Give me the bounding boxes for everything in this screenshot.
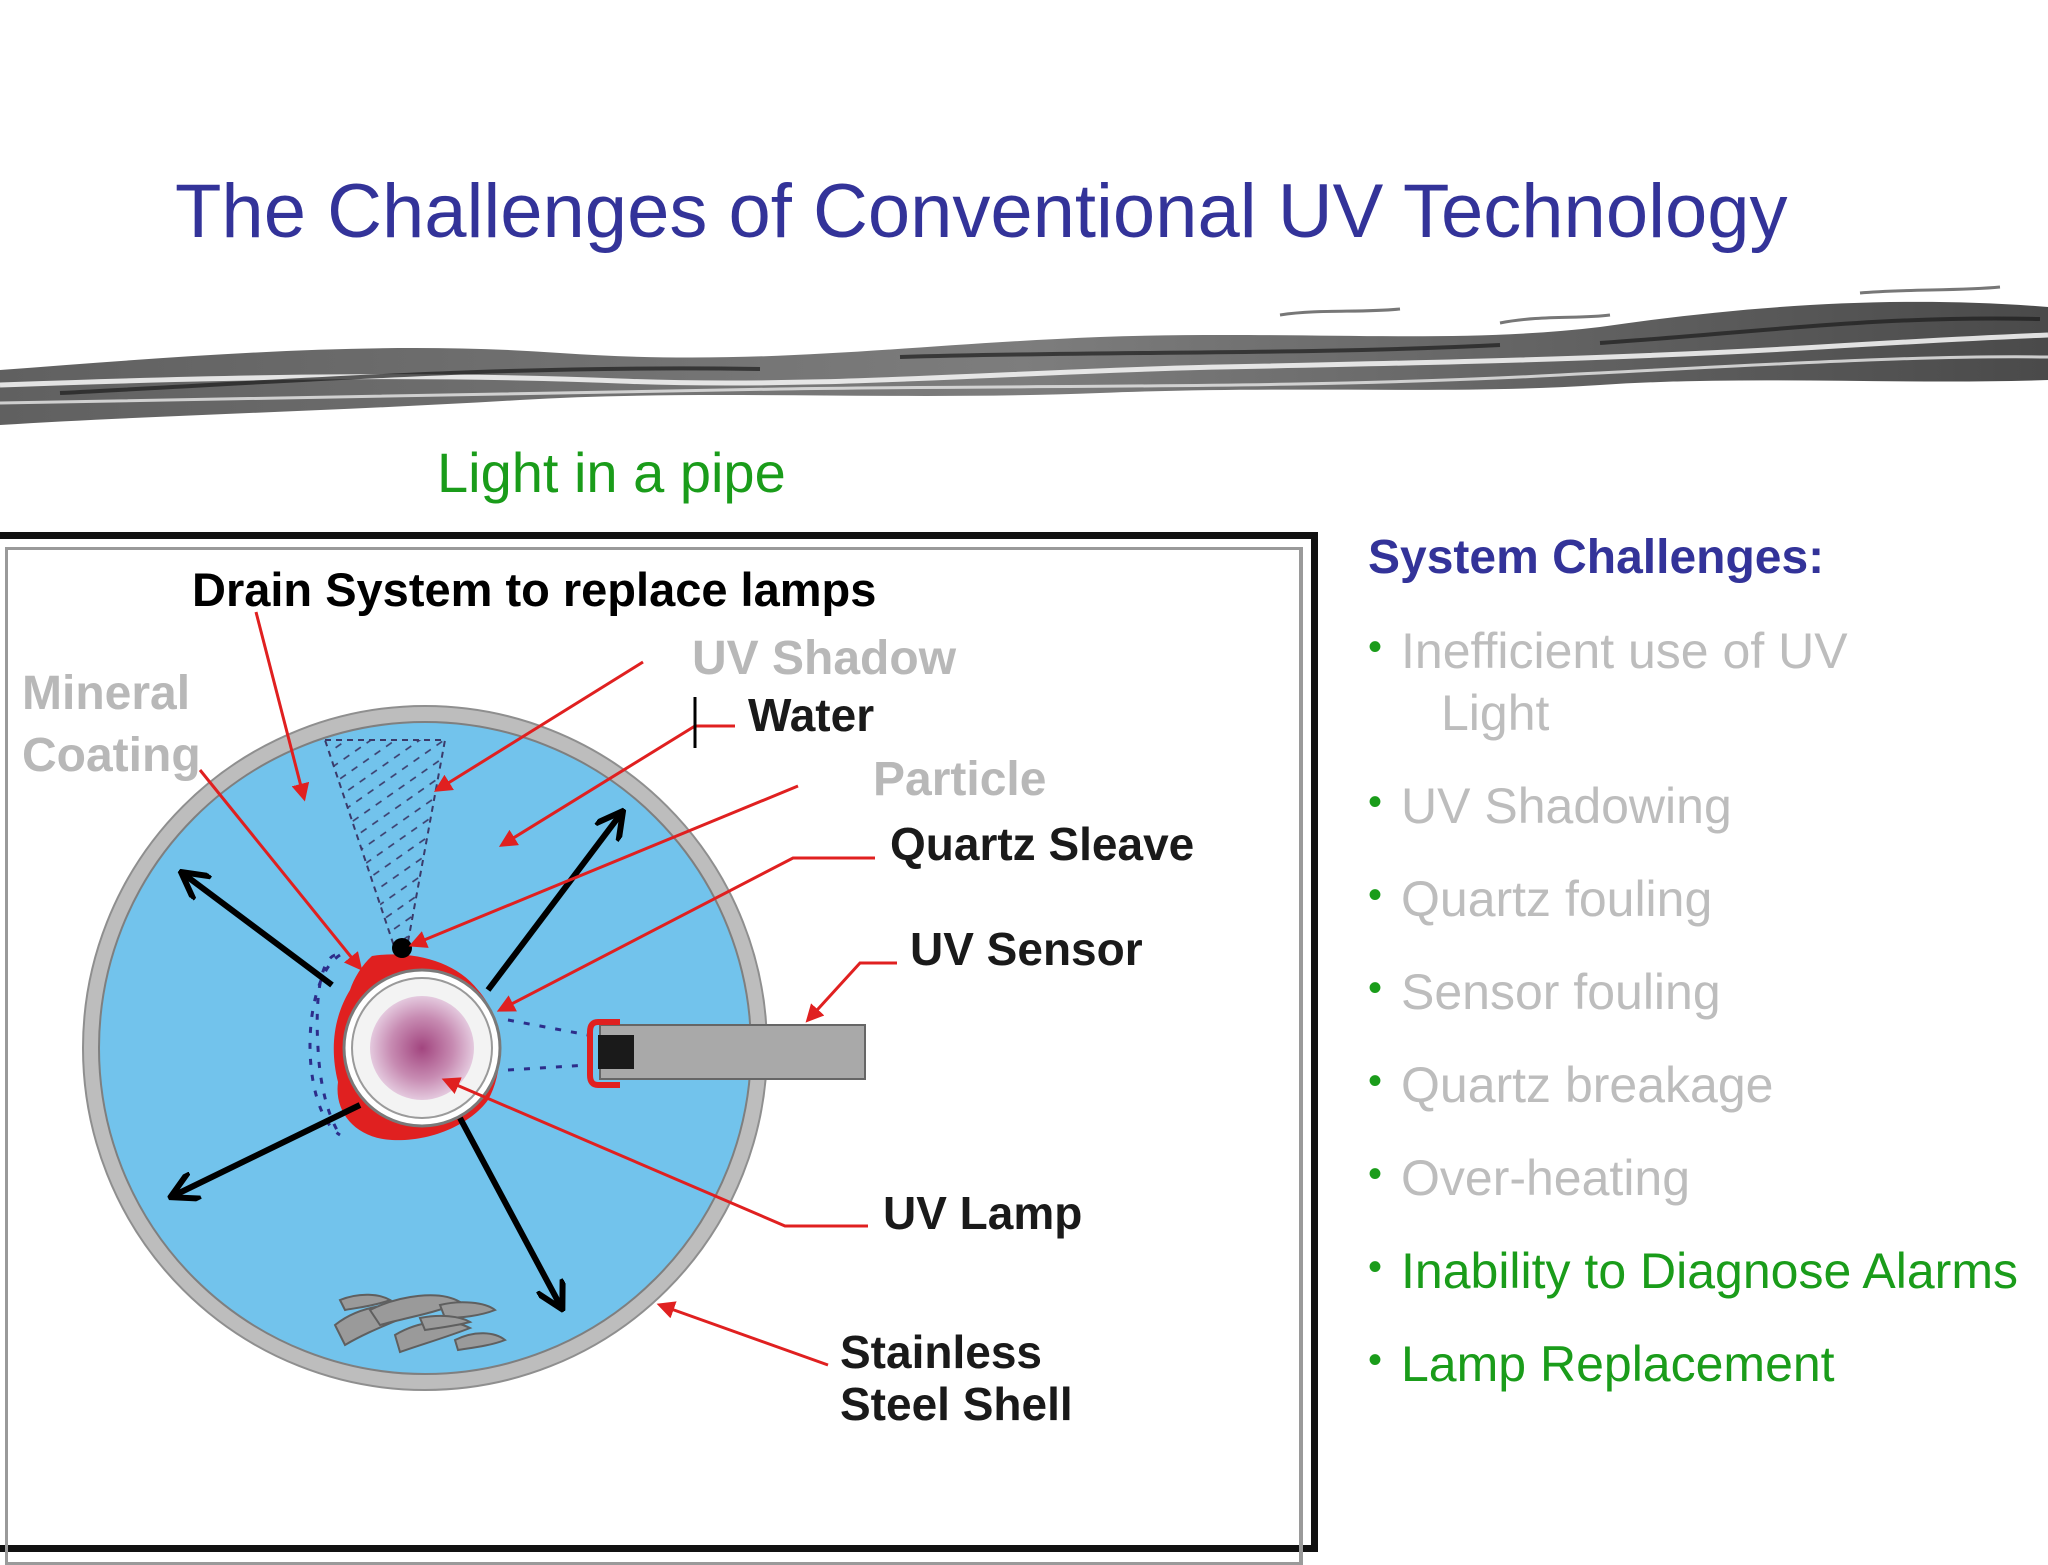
slide-title: The Challenges of Conventional UV Techno…	[175, 169, 1788, 254]
challenge-text: Inefficient use of UV	[1401, 623, 1848, 679]
arrow-particle	[408, 784, 799, 948]
bullet-icon: •	[1368, 1338, 1383, 1382]
light-ray-upper-left	[185, 875, 334, 988]
challenge-item: • UV Shadowing	[1368, 775, 2048, 837]
label-uv-shadow: UV Shadow	[692, 632, 957, 685]
water-surface-banner	[0, 285, 2048, 425]
bullet-icon: •	[1368, 873, 1383, 917]
label-uv-sensor: UV Sensor	[910, 923, 1143, 975]
sensor-beam-dashed	[507, 1018, 589, 1072]
label-water: Water	[748, 689, 875, 741]
challenge-text-continued: Light	[1441, 685, 1550, 741]
challenge-text: Inability to Diagnose Alarms	[1401, 1243, 2018, 1299]
bullet-icon: •	[1368, 1245, 1383, 1289]
arrow-stainless-steel-shell	[656, 1301, 829, 1367]
arrow-uv-lamp	[441, 1077, 868, 1228]
label-shell-line1: Stainless	[840, 1326, 1042, 1378]
light-ray-lower-right	[457, 1116, 560, 1305]
challenge-item: • Lamp Replacement	[1368, 1333, 2048, 1395]
challenges-heading: System Challenges:	[1368, 531, 1825, 584]
challenge-text: Lamp Replacement	[1401, 1336, 1835, 1392]
arrow-mineral-coating	[198, 769, 363, 971]
challenge-text: UV Shadowing	[1401, 778, 1732, 834]
diagram-subtitle: Light in a pipe	[437, 441, 786, 504]
challenge-item: • Quartz breakage	[1368, 1054, 2048, 1116]
uv-sensor-housing	[599, 1024, 866, 1080]
challenge-text: Over-heating	[1401, 1150, 1691, 1206]
sediment-deposit	[333, 1293, 507, 1354]
bullet-icon: •	[1368, 625, 1383, 669]
bullet-icon: •	[1368, 1152, 1383, 1196]
challenge-list: • Inefficient use of UV Light • UV Shado…	[1368, 620, 2048, 1426]
arrow-uv-shadow	[433, 660, 644, 792]
label-shell-line2: Steel Shell	[840, 1378, 1073, 1430]
bullet-icon: •	[1368, 1059, 1383, 1103]
label-mineral-line1: Mineral	[22, 667, 191, 720]
uv-sensor-element	[598, 1035, 634, 1069]
light-ray-upper-right	[485, 815, 620, 992]
bullet-icon: •	[1368, 780, 1383, 824]
arrow-quartz-sleave	[496, 856, 875, 1012]
challenge-text: Quartz breakage	[1401, 1057, 1774, 1113]
challenge-item: • Over-heating	[1368, 1147, 2048, 1209]
arrow-drain-system	[254, 611, 310, 802]
label-drain-system: Drain System to replace lamps	[192, 563, 877, 616]
bullet-icon: •	[1368, 966, 1383, 1010]
challenge-item: • Quartz fouling	[1368, 868, 2048, 930]
label-quartz-sleave: Quartz Sleave	[890, 818, 1195, 870]
arrow-uv-sensor	[805, 961, 897, 1023]
uv-lamp	[370, 996, 474, 1100]
label-uv-lamp: UV Lamp	[883, 1187, 1083, 1239]
challenge-text: Quartz fouling	[1401, 871, 1713, 927]
challenge-item: • Inefficient use of UV Light	[1368, 620, 2048, 744]
uv-sensor-seal	[587, 1019, 620, 1088]
label-mineral-line2: Coating	[22, 729, 201, 782]
challenge-item: • Sensor fouling	[1368, 961, 2048, 1023]
challenge-text: Sensor fouling	[1401, 964, 1721, 1020]
light-ray-lower-left	[175, 1102, 362, 1195]
challenge-item: • Inability to Diagnose Alarms	[1368, 1240, 2048, 1302]
label-particle: Particle	[873, 753, 1047, 806]
